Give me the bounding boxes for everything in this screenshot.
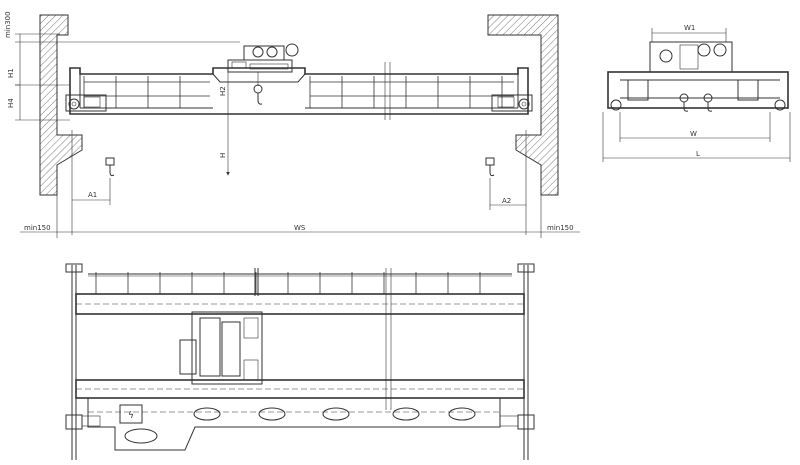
right-wall [487, 14, 559, 196]
dim-a1-label: A1 [88, 191, 97, 199]
dim-h2-label: H2 [219, 86, 227, 96]
plan-trolley [179, 268, 263, 385]
left-end-carriage [65, 94, 107, 112]
plan-top-railing [88, 272, 512, 294]
plan-electrical-panel [119, 404, 143, 424]
main-hook [253, 72, 263, 105]
dim-w1-label: W1 [684, 24, 695, 32]
trolley [227, 43, 299, 73]
dim-h-label: H [219, 153, 227, 158]
dim-min300-label: min300 [4, 11, 12, 38]
side-girder [607, 71, 789, 109]
girder-railing [83, 76, 514, 108]
bridge-girder [69, 62, 529, 120]
dim-h4-label: H4 [7, 98, 15, 108]
dimension-lines [15, 33, 580, 238]
left-wall [39, 14, 83, 196]
right-end-hook [485, 157, 495, 177]
front-elevation-view: min300 H1 H4 H2 H A1 A2 min150 min150 WS [4, 11, 580, 238]
dim-h1-label: H1 [7, 68, 15, 78]
dim-a2-label: A2 [502, 197, 511, 205]
electrical-hazard-icon: ϟ [128, 411, 134, 421]
right-end-carriage [491, 94, 533, 112]
left-end-hook [105, 157, 115, 177]
dim-min150-left-label: min150 [24, 224, 51, 232]
side-view: W1 W L [602, 24, 791, 162]
side-trolley [649, 41, 733, 73]
dim-w-label: W [690, 130, 697, 138]
plan-walkway [87, 397, 501, 451]
dim-span-label: WS [294, 224, 306, 232]
dim-min150-right-label: min150 [547, 224, 574, 232]
dim-l-label: L [696, 150, 700, 158]
plan-ellipses [124, 407, 476, 444]
plan-view: ϟ [65, 263, 535, 460]
